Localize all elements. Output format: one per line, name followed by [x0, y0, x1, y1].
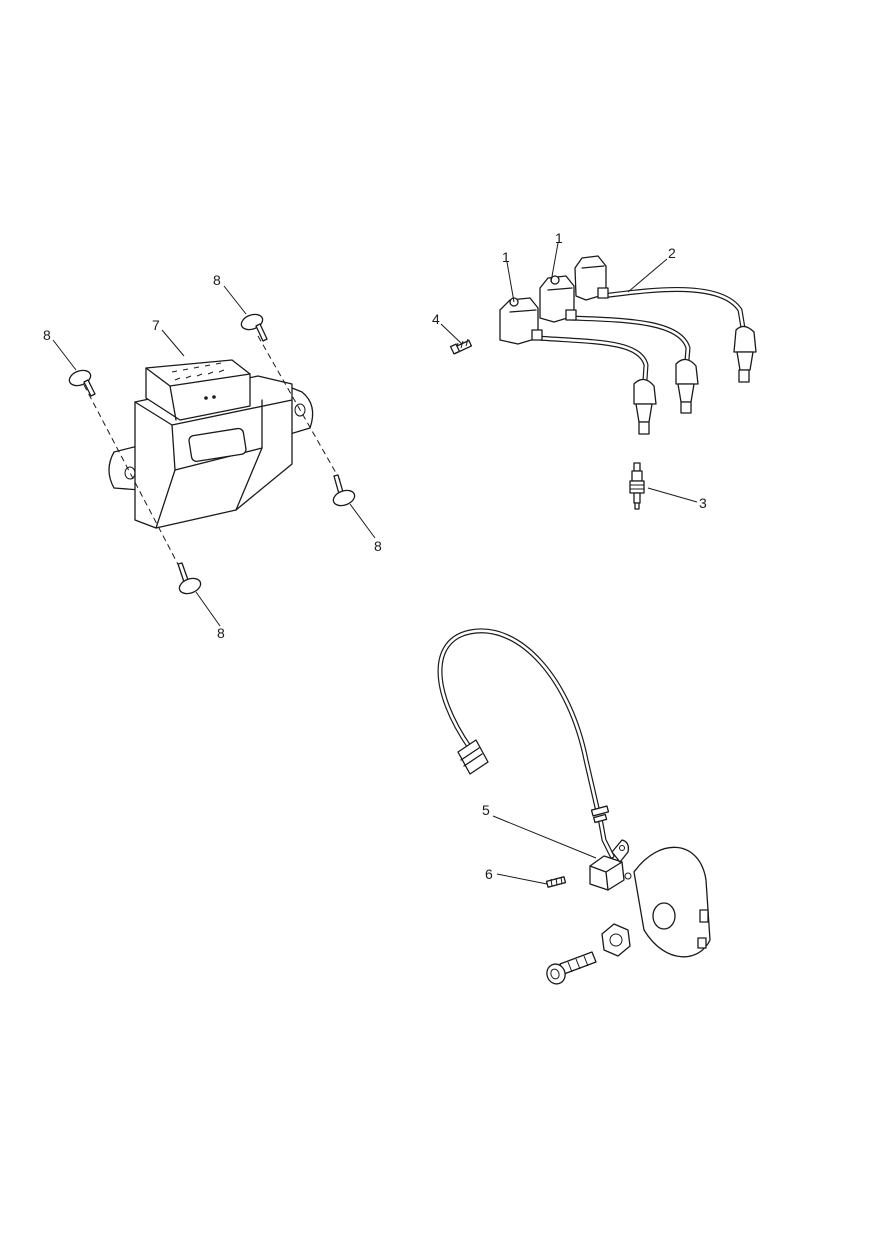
callout-ecu-bolt-top: 8 — [213, 272, 221, 288]
pickup-connector — [457, 739, 489, 775]
ecu-bolt-bottom — [177, 562, 202, 595]
ignition-coil-mid — [539, 275, 577, 323]
callout-spark-plug: 3 — [699, 495, 707, 511]
ht-lead-caps — [633, 325, 757, 435]
rotor-bolt — [546, 951, 597, 985]
ht-leads — [535, 286, 748, 398]
callout-pickup-screw: 6 — [485, 866, 493, 882]
ignition-coil-rear — [574, 255, 609, 301]
ecu-bolt-top — [240, 313, 268, 342]
pickup-sensor — [589, 839, 630, 891]
callout-ecu-bolt-bottom: 8 — [217, 625, 225, 641]
timing-rotor — [624, 846, 711, 958]
callout-coil-screw: 4 — [432, 311, 440, 327]
leader-lines — [52, 242, 698, 885]
callout-ht-lead: 2 — [668, 245, 676, 261]
ecu-unit — [108, 359, 314, 529]
callout-ecu-bolt-right: 8 — [374, 538, 382, 554]
ecu-bolt-right — [332, 474, 356, 507]
callout-pickup: 5 — [482, 802, 490, 818]
pickup-harness — [437, 628, 615, 859]
pickup-grommet — [590, 805, 610, 824]
spark-plug — [629, 462, 645, 510]
ecu-axis-right — [257, 335, 341, 481]
ecu-axis-left — [83, 384, 182, 571]
callout-coil-rear: 1 — [502, 249, 510, 265]
ignition-coil-front — [499, 297, 543, 345]
rotor-nut — [601, 923, 631, 957]
pickup-screw — [545, 876, 567, 888]
callout-ecu-bolt-top-left: 8 — [43, 327, 51, 343]
callout-coil-mid: 1 — [555, 230, 563, 246]
callout-ecu: 7 — [152, 317, 160, 333]
coil-screw — [449, 338, 473, 355]
ecu-bolt-top-left — [68, 369, 96, 397]
